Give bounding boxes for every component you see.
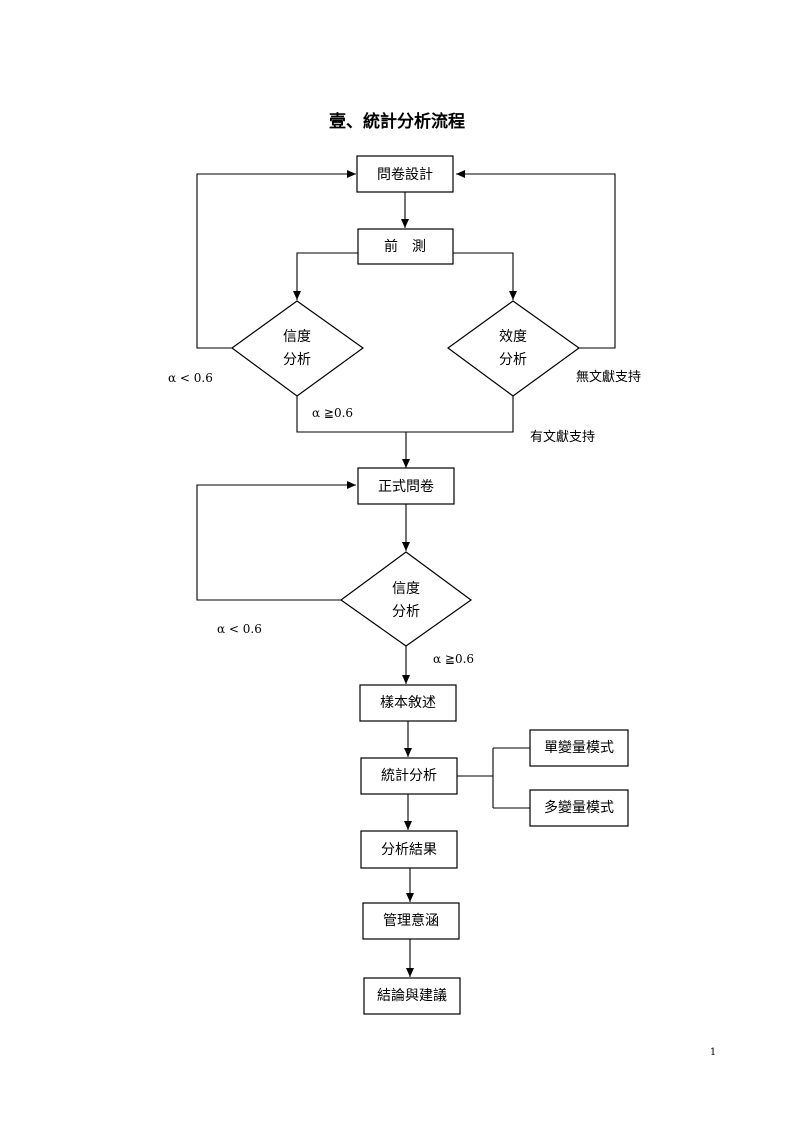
node-reliability-analysis-1: 信度 分析 xyxy=(230,300,365,397)
node-formal-questionnaire: 正式問卷 xyxy=(357,467,455,505)
page-title: 壹、統計分析流程 xyxy=(329,111,465,132)
node-pretest: 前 測 xyxy=(357,228,454,265)
node-label-line1: 效度 xyxy=(499,329,527,345)
node-label: 問卷設計 xyxy=(377,167,433,183)
node-multivariate-model: 多變量模式 xyxy=(529,789,629,827)
node-validity-analysis: 效度 分析 xyxy=(446,300,581,397)
node-label: 單變量模式 xyxy=(544,740,614,756)
node-conclusions: 結論與建議 xyxy=(363,977,461,1015)
connector-pretest-to-validity xyxy=(453,252,517,300)
label-alpha-below-threshold-1: α < 0.6 xyxy=(168,371,213,385)
node-label: 前 測 xyxy=(384,238,426,255)
node-label: 統計分析 xyxy=(381,768,437,784)
connector-validity-loop xyxy=(456,170,616,349)
node-label: 樣本敘述 xyxy=(380,694,436,711)
node-label: 結論與建議 xyxy=(377,987,447,1004)
connector-reliability-down xyxy=(296,396,514,433)
node-analysis-results: 分析結果 xyxy=(360,830,458,869)
connector-pretest-to-reliability xyxy=(293,252,358,300)
label-no-literature-support: 無文獻支持 xyxy=(576,369,641,385)
label-with-literature-support: 有文獻支持 xyxy=(530,429,595,445)
node-label-line2: 分析 xyxy=(392,604,420,620)
node-managerial-implications: 管理意涵 xyxy=(362,902,460,940)
node-label-line1: 信度 xyxy=(283,329,311,345)
label-alpha-above-threshold-2: α ≧0.6 xyxy=(433,652,474,666)
node-label: 正式問卷 xyxy=(378,479,434,495)
node-sample-description: 樣本敘述 xyxy=(359,684,457,722)
connector-reliability-loop xyxy=(196,170,356,349)
node-statistical-analysis: 統計分析 xyxy=(360,757,458,795)
node-label: 管理意涵 xyxy=(383,912,439,929)
node-label-line2: 分析 xyxy=(283,352,311,368)
node-reliability-analysis-2: 信度 分析 xyxy=(339,551,473,647)
label-alpha-below-threshold-2: α < 0.6 xyxy=(217,622,262,636)
connector-reliability2-loop xyxy=(196,481,356,601)
connectors xyxy=(196,170,616,977)
label-alpha-above-threshold-1: α ≧0.6 xyxy=(312,406,353,420)
node-label: 多變量模式 xyxy=(544,799,614,816)
node-questionnaire-design: 問卷設計 xyxy=(356,155,454,193)
node-label-line1: 信度 xyxy=(392,581,420,597)
node-label: 分析結果 xyxy=(381,842,437,858)
page-number: 1 xyxy=(710,1047,716,1058)
node-label-line2: 分析 xyxy=(499,352,527,368)
node-univariate-model: 單變量模式 xyxy=(529,729,629,767)
